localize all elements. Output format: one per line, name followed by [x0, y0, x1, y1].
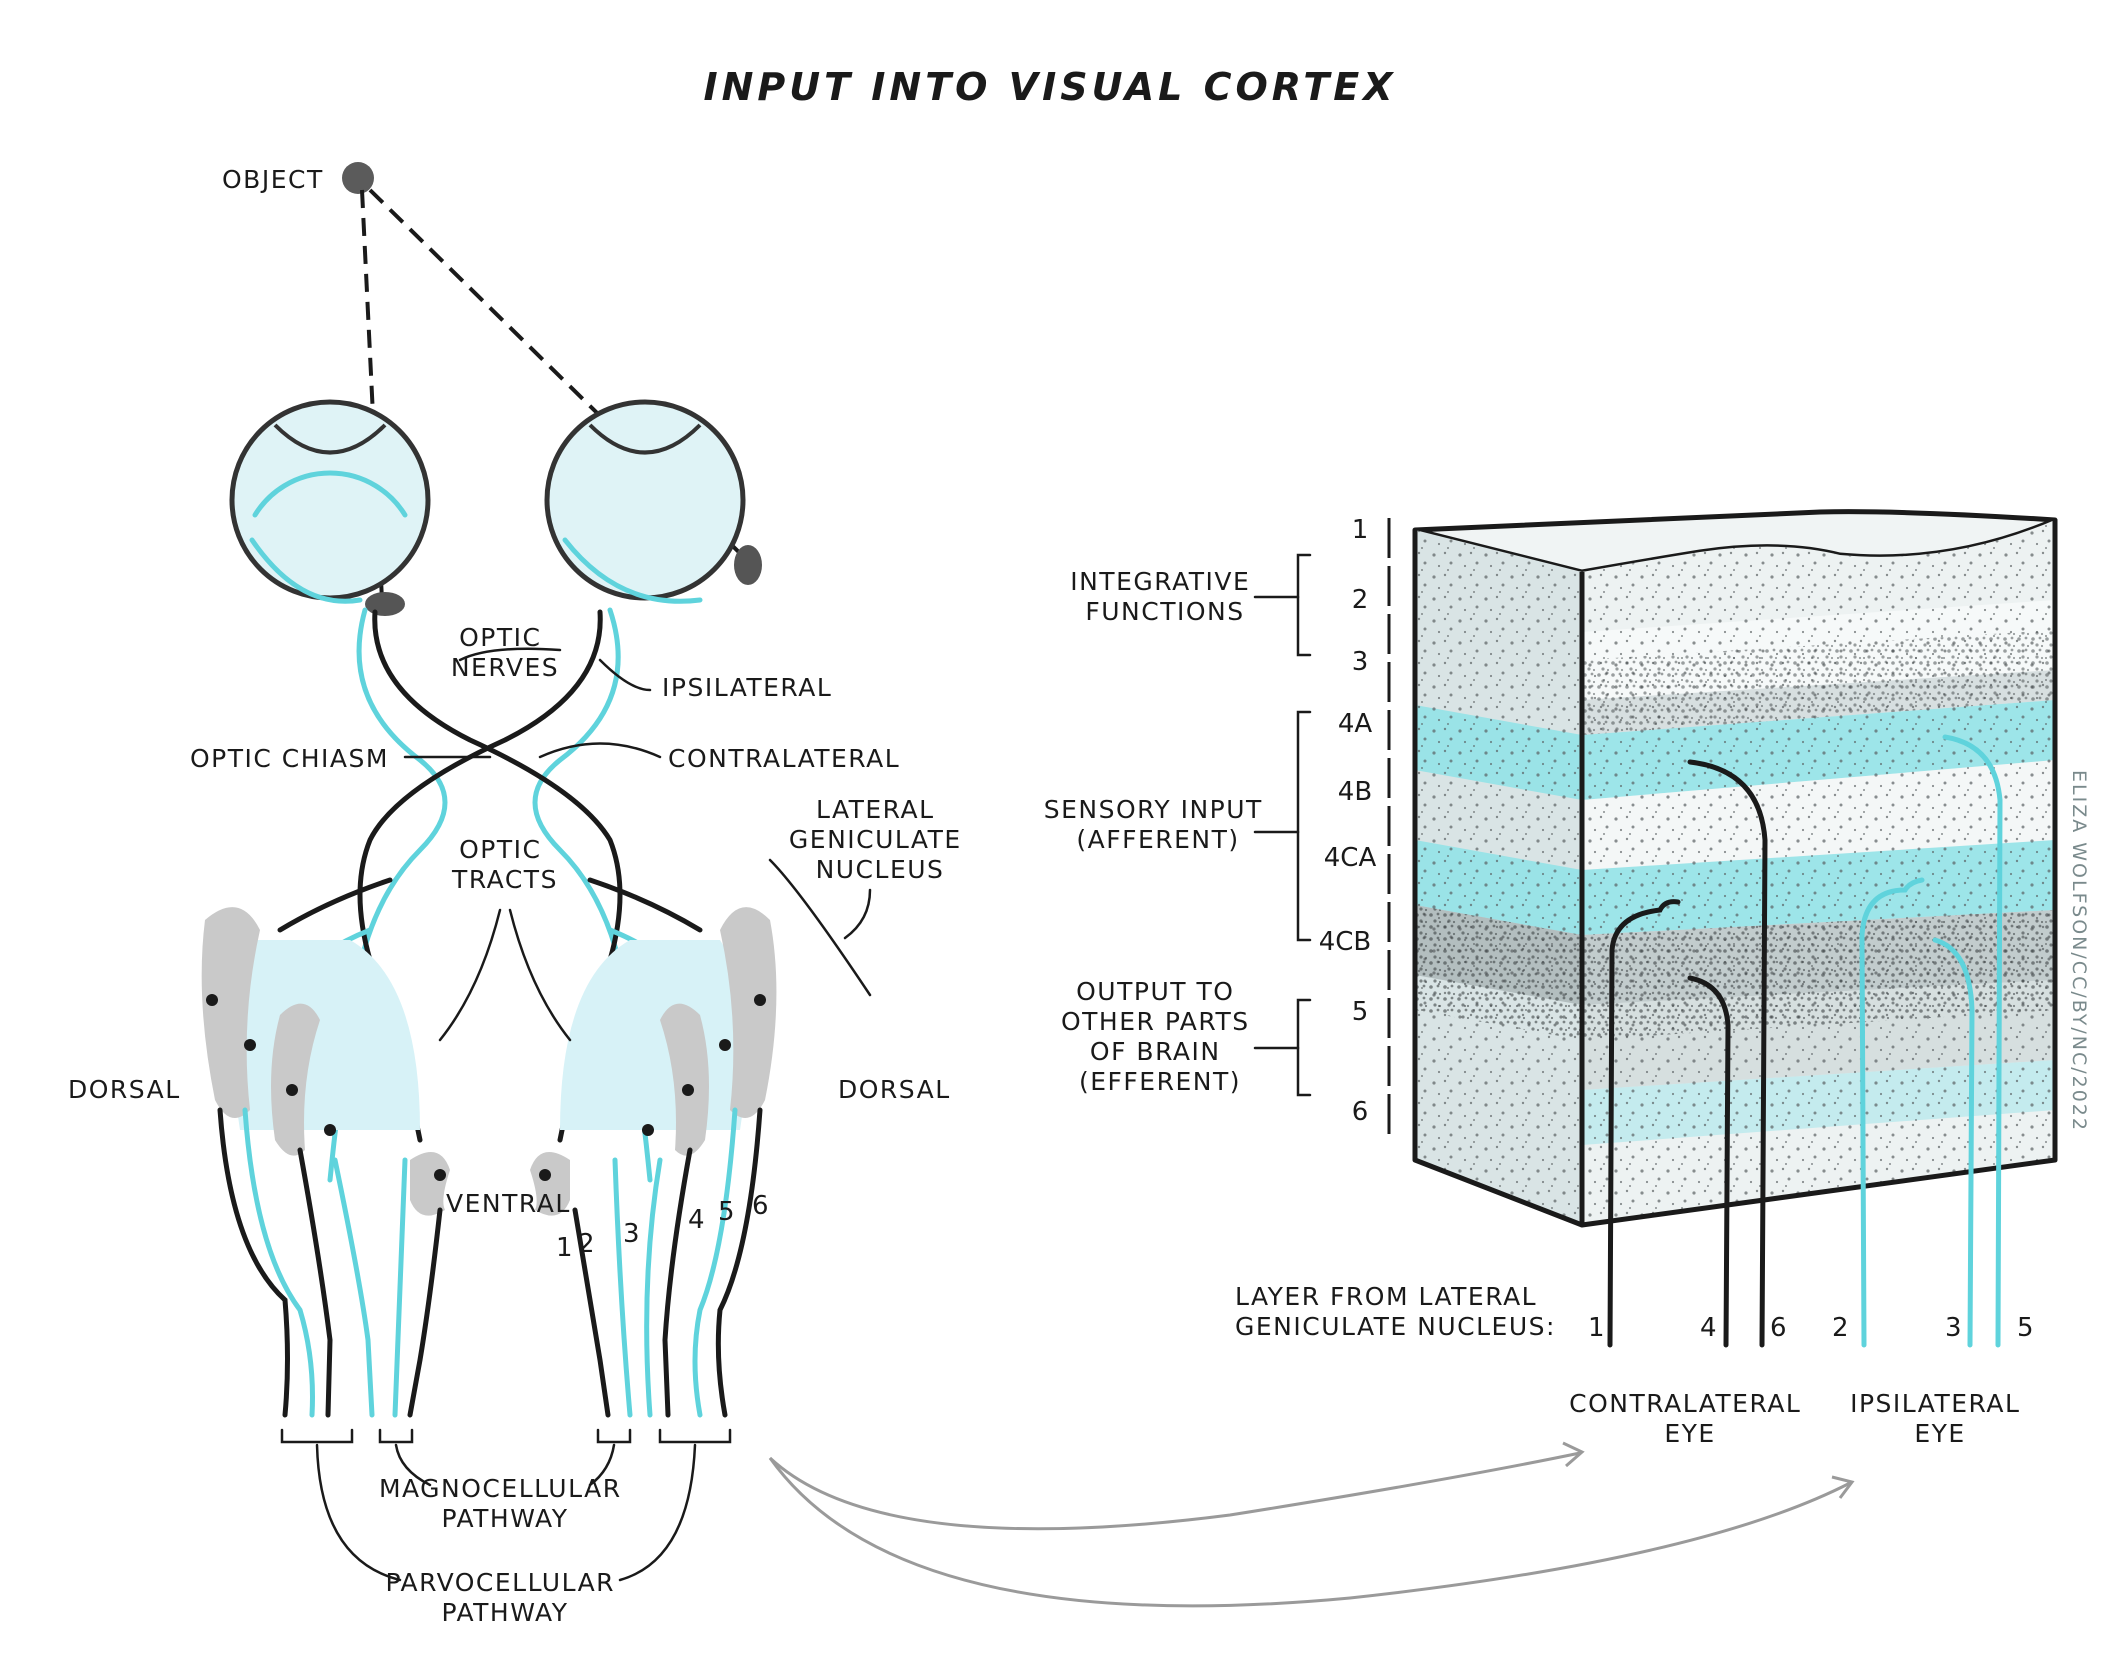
lgn-layer-5: 5	[718, 1197, 735, 1227]
lgn-output-fibers	[217, 1107, 763, 1418]
right-eye	[544, 399, 762, 604]
cortex-layer-6: 6	[1352, 1097, 1369, 1127]
lgn-layer-4: 4	[688, 1205, 705, 1235]
cortex-input-labels: LAYER FROM LATERAL GENICULATE NUCLEUS: 1…	[1235, 1282, 2034, 1448]
lgn-right	[530, 907, 777, 1216]
label-magnocellular-pathway: MAGNOCELLULAR PATHWAY	[379, 1474, 631, 1533]
lgn-left	[201, 907, 450, 1216]
left-eye	[229, 399, 431, 616]
cortex-layer-2: 2	[1352, 585, 1369, 615]
label-dorsal-left: DORSAL	[68, 1075, 181, 1104]
lgn-layer-1: 1	[556, 1233, 573, 1263]
input-num-6: 6	[1770, 1313, 1787, 1343]
label-layer-from-lgn: LAYER FROM LATERAL GENICULATE NUCLEUS:	[1235, 1282, 1556, 1341]
input-num-2: 2	[1832, 1313, 1849, 1343]
lgn-layer-3: 3	[623, 1219, 640, 1249]
cortex-layer-1: 1	[1352, 515, 1369, 545]
input-num-1: 1	[1588, 1313, 1605, 1343]
left-labels: OPTIC NERVES IPSILATERAL OPTIC CHIASM CO…	[68, 623, 971, 1627]
label-lateral-geniculate-nucleus: LATERAL GENICULATE NUCLEUS	[789, 795, 971, 884]
cortex-layer-4b: 4B	[1338, 777, 1372, 807]
label-sensory-input: SENSORY INPUT (AFFERENT)	[1044, 795, 1273, 854]
cortex-block	[1412, 509, 2058, 1348]
right-eye-image-spot	[734, 545, 762, 585]
cortex-layer-4cb: 4CB	[1319, 927, 1372, 957]
cortex-layer-4ca: 4CA	[1324, 843, 1377, 873]
label-dorsal-right: DORSAL	[838, 1075, 951, 1104]
input-num-5: 5	[2017, 1313, 2034, 1343]
label-optic-nerves: OPTIC NERVES	[451, 623, 559, 682]
label-contralateral: CONTRALATERAL	[668, 744, 900, 773]
cortex-layer-5: 5	[1352, 997, 1369, 1027]
credit: ELIZA WOLFSON/CC/BY/NC/2022	[2068, 770, 2090, 1132]
lgn-layer-6: 6	[752, 1191, 769, 1221]
object-dot	[342, 162, 374, 194]
input-num-4: 4	[1700, 1313, 1717, 1343]
label-object: OBJECT	[222, 165, 324, 194]
input-num-3: 3	[1945, 1313, 1962, 1343]
label-integrative-functions: INTEGRATIVE FUNCTIONS	[1070, 567, 1260, 626]
lgn-layer-2: 2	[578, 1229, 595, 1259]
label-output-to-brain: OUTPUT TO OTHER PARTS OF BRAIN (EFFERENT…	[1061, 977, 1259, 1096]
cortex-layer-3: 3	[1352, 647, 1369, 677]
pathway-brackets	[280, 1428, 732, 1582]
label-optic-tracts: OPTIC TRACTS	[451, 835, 558, 894]
label-contralateral-eye: CONTRALATERAL EYE	[1569, 1389, 1811, 1448]
label-ipsilateral: IPSILATERAL	[662, 673, 832, 702]
label-parvocellular-pathway: PARVOCELLULAR PATHWAY	[385, 1568, 624, 1627]
title: INPUT INTO VISUAL CORTEX	[703, 65, 1396, 109]
left-eye-image-spot	[365, 592, 405, 616]
label-optic-chiasm: OPTIC CHIASM	[190, 744, 389, 773]
label-ipsilateral-eye: IPSILATERAL EYE	[1850, 1389, 2030, 1448]
label-ventral: VENTRAL	[446, 1189, 571, 1218]
cortex-layer-scale: 1 2 3 4A 4B 4CA 4CB 5 6 INTEGRATIVE FUNC…	[1044, 515, 1391, 1140]
cortex-layer-4a: 4A	[1338, 709, 1373, 739]
sight-line-right	[368, 188, 754, 567]
leader-lines	[403, 647, 872, 1042]
connector-arrows	[768, 1441, 1855, 1608]
